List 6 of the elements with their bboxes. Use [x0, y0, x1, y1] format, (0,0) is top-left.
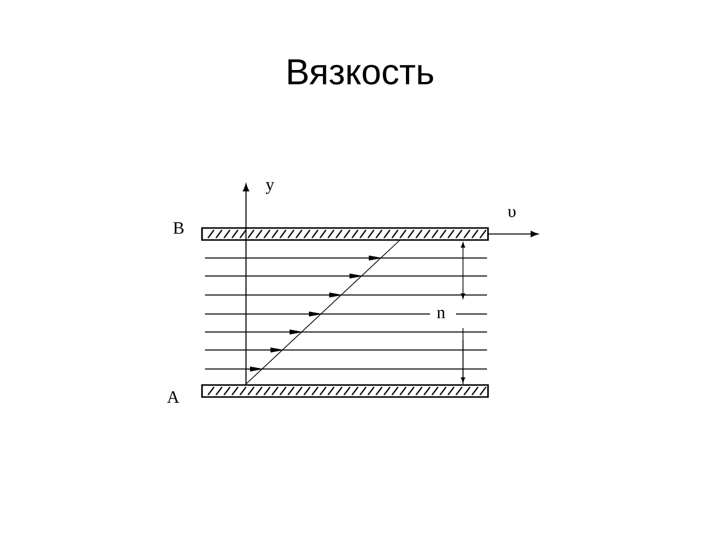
axis-label: A — [167, 391, 180, 403]
axis-label: n — [437, 310, 446, 318]
axis-label: y — [266, 182, 274, 194]
axis-label: υ — [508, 208, 516, 218]
axis-label: B — [173, 222, 184, 234]
title: Вязкость — [288, 59, 434, 85]
